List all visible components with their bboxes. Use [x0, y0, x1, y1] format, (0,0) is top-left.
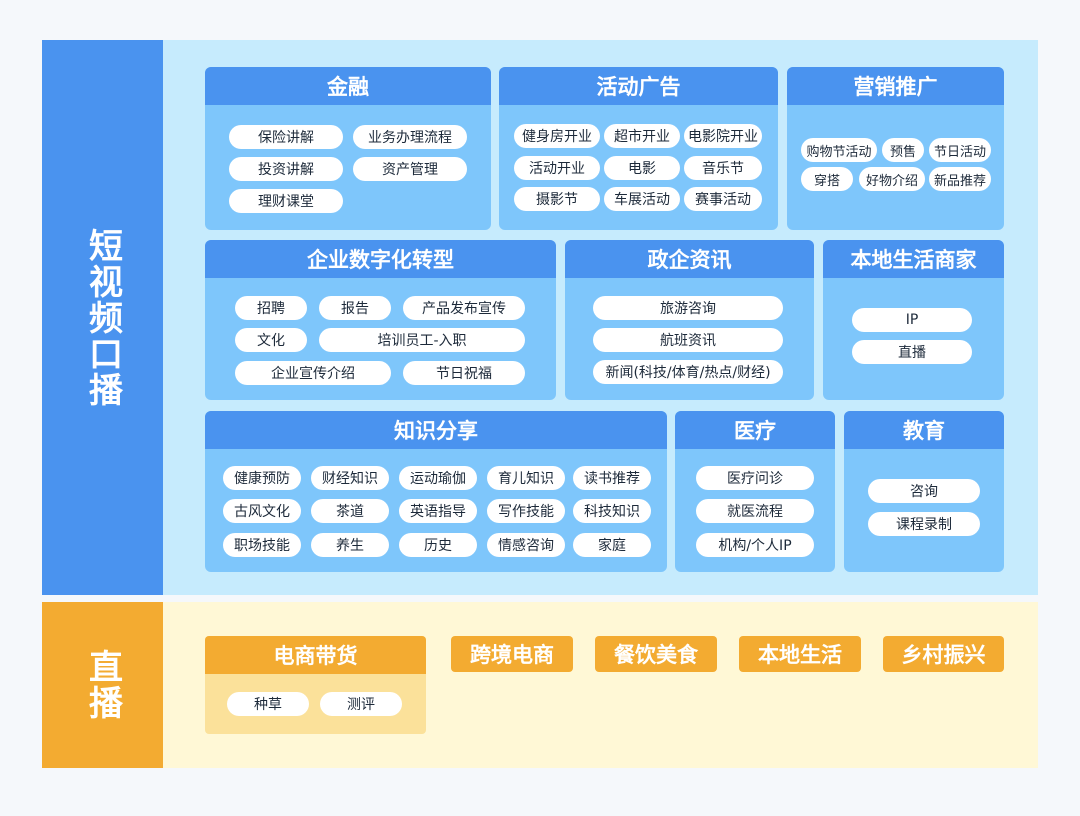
pill-marketing-3[interactable]: 穿搭 [801, 167, 853, 191]
pill-knowledge-4[interactable]: 读书推荐 [573, 466, 651, 490]
tag-local-life[interactable]: 本地生活 [739, 636, 861, 672]
pill-digital-4[interactable]: 培训员工-入职 [319, 328, 525, 352]
card-gov-title: 政企资讯 [565, 240, 814, 278]
pill-digital-0[interactable]: 招聘 [235, 296, 307, 320]
card-events: 活动广告 健身房开业 超市开业 电影院开业 活动开业 电影 音乐节 摄影节 车展… [499, 67, 778, 230]
pill-gov-2[interactable]: 新闻(科技/体育/热点/财经) [593, 360, 783, 384]
card-knowledge-title: 知识分享 [205, 411, 667, 449]
pill-knowledge-13[interactable]: 情感咨询 [487, 533, 565, 557]
pill-knowledge-0[interactable]: 健康预防 [223, 466, 301, 490]
card-local-title: 本地生活商家 [823, 240, 1004, 278]
pill-knowledge-3[interactable]: 育儿知识 [487, 466, 565, 490]
pill-finance-2[interactable]: 投资讲解 [229, 157, 343, 181]
pill-knowledge-9[interactable]: 科技知识 [573, 499, 651, 523]
pill-events-7[interactable]: 车展活动 [604, 187, 680, 211]
card-marketing: 营销推广 购物节活动 预售 节日活动 穿搭 好物介绍 新品推荐 [787, 67, 1004, 230]
pill-finance-4[interactable]: 理财课堂 [229, 189, 343, 213]
pill-knowledge-1[interactable]: 财经知识 [311, 466, 389, 490]
card-medical-title: 医疗 [675, 411, 835, 449]
pill-events-3[interactable]: 活动开业 [514, 156, 600, 180]
pill-ecommerce-0[interactable]: 种草 [227, 692, 309, 716]
pill-events-2[interactable]: 电影院开业 [684, 124, 762, 148]
card-education: 教育 咨询 课程录制 [844, 411, 1004, 572]
pill-knowledge-10[interactable]: 职场技能 [223, 533, 301, 557]
card-local: 本地生活商家 IP 直播 [823, 240, 1004, 400]
pill-marketing-5[interactable]: 新品推荐 [929, 167, 991, 191]
tag-catering[interactable]: 餐饮美食 [595, 636, 717, 672]
pill-local-0[interactable]: IP [852, 308, 972, 332]
card-events-title: 活动广告 [499, 67, 778, 105]
card-education-title: 教育 [844, 411, 1004, 449]
card-ecommerce: 电商带货 种草 测评 [205, 636, 426, 734]
pill-marketing-0[interactable]: 购物节活动 [801, 138, 877, 162]
pill-digital-2[interactable]: 产品发布宣传 [403, 296, 525, 320]
pill-finance-0[interactable]: 保险讲解 [229, 125, 343, 149]
pill-events-1[interactable]: 超市开业 [604, 124, 680, 148]
pill-knowledge-5[interactable]: 古风文化 [223, 499, 301, 523]
card-marketing-title: 营销推广 [787, 67, 1004, 105]
pill-events-5[interactable]: 音乐节 [684, 156, 762, 180]
pill-digital-5[interactable]: 企业宣传介绍 [235, 361, 391, 385]
pill-events-8[interactable]: 赛事活动 [684, 187, 762, 211]
pill-knowledge-11[interactable]: 养生 [311, 533, 389, 557]
pill-knowledge-8[interactable]: 写作技能 [487, 499, 565, 523]
tag-cross-border[interactable]: 跨境电商 [451, 636, 573, 672]
card-digital-title: 企业数字化转型 [205, 240, 556, 278]
pill-gov-0[interactable]: 旅游咨询 [593, 296, 783, 320]
pill-knowledge-12[interactable]: 历史 [399, 533, 477, 557]
pill-ecommerce-1[interactable]: 测评 [320, 692, 402, 716]
pill-medical-1[interactable]: 就医流程 [696, 499, 814, 523]
card-finance: 金融 保险讲解 业务办理流程 投资讲解 资产管理 理财课堂 [205, 67, 491, 230]
pill-knowledge-7[interactable]: 英语指导 [399, 499, 477, 523]
card-medical: 医疗 医疗问诊 就医流程 机构/个人IP [675, 411, 835, 572]
pill-education-0[interactable]: 咨询 [868, 479, 980, 503]
pill-gov-1[interactable]: 航班资讯 [593, 328, 783, 352]
short-video-band-label: 短视频口播 [42, 40, 163, 595]
card-finance-title: 金融 [205, 67, 491, 105]
pill-digital-6[interactable]: 节日祝福 [403, 361, 525, 385]
pill-marketing-2[interactable]: 节日活动 [929, 138, 991, 162]
pill-knowledge-6[interactable]: 茶道 [311, 499, 389, 523]
pill-finance-3[interactable]: 资产管理 [353, 157, 467, 181]
card-ecommerce-title: 电商带货 [205, 636, 426, 674]
pill-education-1[interactable]: 课程录制 [868, 512, 980, 536]
pill-knowledge-2[interactable]: 运动瑜伽 [399, 466, 477, 490]
pill-local-1[interactable]: 直播 [852, 340, 972, 364]
pill-marketing-1[interactable]: 预售 [882, 138, 924, 162]
pill-medical-2[interactable]: 机构/个人IP [696, 533, 814, 557]
pill-digital-3[interactable]: 文化 [235, 328, 307, 352]
pill-events-4[interactable]: 电影 [604, 156, 680, 180]
live-band-label: 直播 [42, 602, 163, 768]
pill-digital-1[interactable]: 报告 [319, 296, 391, 320]
card-digital: 企业数字化转型 招聘 报告 产品发布宣传 文化 培训员工-入职 企业宣传介绍 节… [205, 240, 556, 400]
pill-medical-0[interactable]: 医疗问诊 [696, 466, 814, 490]
pill-knowledge-14[interactable]: 家庭 [573, 533, 651, 557]
tag-rural[interactable]: 乡村振兴 [883, 636, 1004, 672]
card-gov: 政企资讯 旅游咨询 航班资讯 新闻(科技/体育/热点/财经) [565, 240, 814, 400]
pill-marketing-4[interactable]: 好物介绍 [859, 167, 925, 191]
pill-events-6[interactable]: 摄影节 [514, 187, 600, 211]
pill-events-0[interactable]: 健身房开业 [514, 124, 600, 148]
card-knowledge: 知识分享 健康预防 财经知识 运动瑜伽 育儿知识 读书推荐 古风文化 茶道 英语… [205, 411, 667, 572]
pill-finance-1[interactable]: 业务办理流程 [353, 125, 467, 149]
